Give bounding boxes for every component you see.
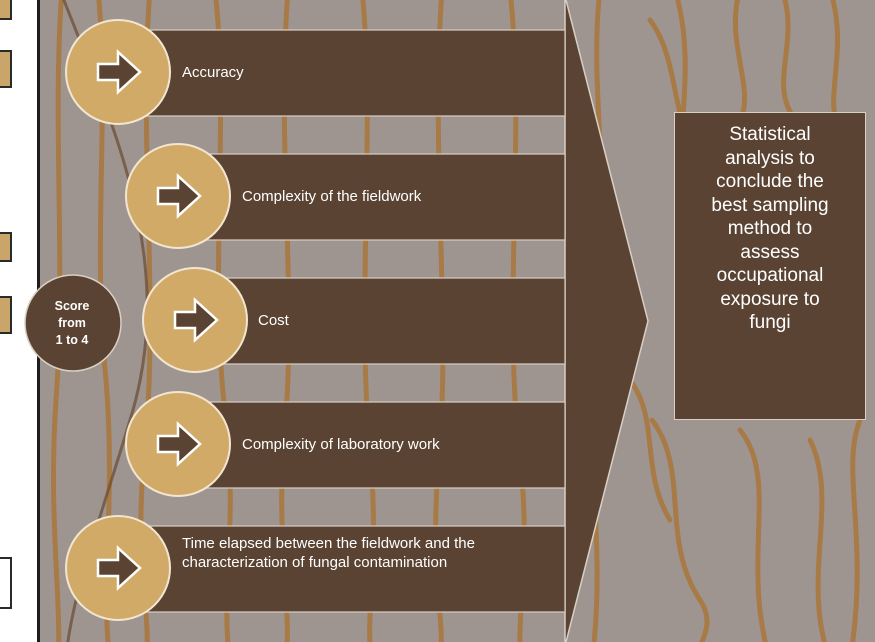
left-box (0, 50, 12, 88)
big-arrow-chevron (564, 0, 649, 642)
arrow-right-icon (96, 49, 142, 95)
score-circle (24, 274, 122, 372)
left-box (0, 0, 12, 20)
criterion-label-time-elapsed: Time elapsed between the fieldwork and t… (182, 535, 475, 571)
score-label: Score from 1 to 4 (54, 299, 90, 347)
criterion-circle (65, 515, 171, 621)
criterion-circle (125, 143, 231, 249)
left-box (0, 296, 12, 334)
criterion-circle (65, 19, 171, 125)
criterion-label-laboratory: Complexity of laboratory work (242, 436, 440, 453)
arrow-right-icon (96, 545, 142, 591)
criterion-circle (125, 391, 231, 497)
criterion-bar (194, 277, 566, 365)
left-box (0, 232, 12, 262)
criterion-bar (177, 401, 566, 489)
criterion-label-accuracy: Accuracy (182, 64, 244, 81)
criterion-circle (142, 267, 248, 373)
criterion-bar (177, 153, 566, 241)
criterion-label-fieldwork: Complexity of the fieldwork (242, 188, 422, 205)
conclusion-box: Statistical analysis to conclude the bes… (674, 112, 866, 420)
criterion-bar (117, 525, 566, 613)
arrow-right-icon (156, 421, 202, 467)
left-box (0, 557, 12, 609)
arrow-right-icon (173, 297, 219, 343)
criterion-bar (117, 29, 566, 117)
criterion-label-cost: Cost (258, 312, 289, 329)
arrow-right-icon (156, 173, 202, 219)
